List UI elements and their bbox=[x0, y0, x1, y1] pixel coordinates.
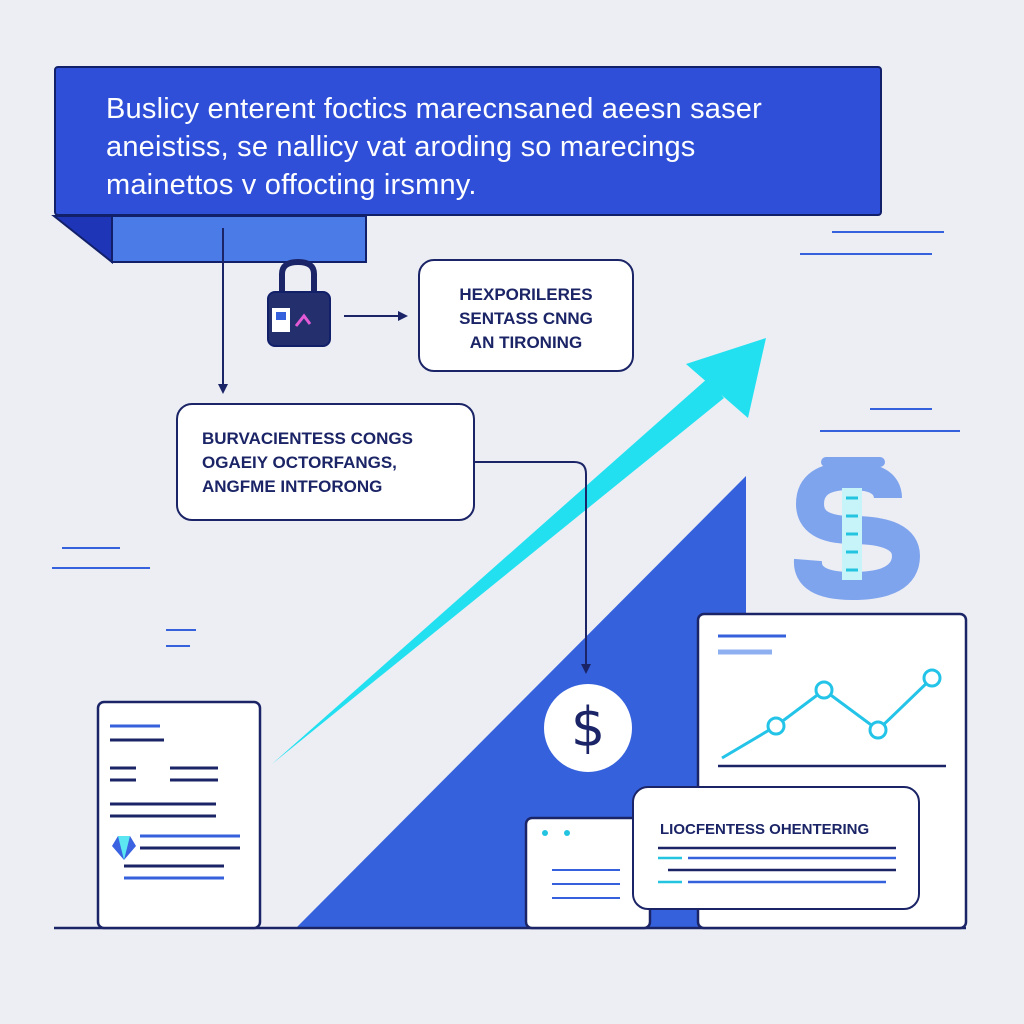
lock-icon bbox=[267, 258, 331, 347]
decorative-lines bbox=[52, 231, 960, 647]
banner-line: Buslicy enterent foctics marecnsaned aee… bbox=[106, 93, 762, 125]
banner-line: mainettos v offocting irsmny. bbox=[106, 169, 477, 201]
banner-fold bbox=[51, 215, 113, 265]
document-card bbox=[96, 700, 262, 930]
card-line: BURVACIENTESS CONGS bbox=[202, 429, 413, 448]
card-title: LIOCFENTESS OHENTERING bbox=[660, 821, 870, 838]
info-card-middle: BURVACIENTESS CONGS OGAEIY OCTORFANGS, A… bbox=[176, 403, 475, 521]
card-line: ANGFME INTFORONG bbox=[202, 477, 383, 496]
gem-icon bbox=[112, 836, 136, 860]
card-line: AN TIRONING bbox=[469, 333, 583, 352]
info-card-bottom: LIOCFENTESS OHENTERING bbox=[632, 786, 920, 910]
trend-arrow-icon bbox=[272, 338, 766, 764]
line-chart-icon bbox=[721, 668, 942, 760]
card-line: OGAEIY OCTORFANGS, bbox=[202, 453, 397, 472]
connector-line bbox=[475, 461, 587, 668]
card-line: HEXPORILERES bbox=[459, 285, 593, 304]
info-card-top: HEXPORILERES SENTASS CNNG AN TIRONING bbox=[418, 259, 634, 372]
card-text-lines bbox=[658, 846, 896, 884]
dollar-coin-icon bbox=[544, 684, 632, 772]
banner-line: aneistiss, se nallicy vat aroding so mar… bbox=[106, 131, 696, 163]
card-line: SENTASS CNNG bbox=[459, 309, 593, 328]
banner-tab bbox=[111, 215, 367, 263]
stacked-dollar-icon bbox=[794, 457, 921, 601]
header-banner: Buslicy enterent foctics marecnsaned aee… bbox=[54, 66, 882, 216]
dollar-symbol: $ bbox=[570, 696, 606, 759]
